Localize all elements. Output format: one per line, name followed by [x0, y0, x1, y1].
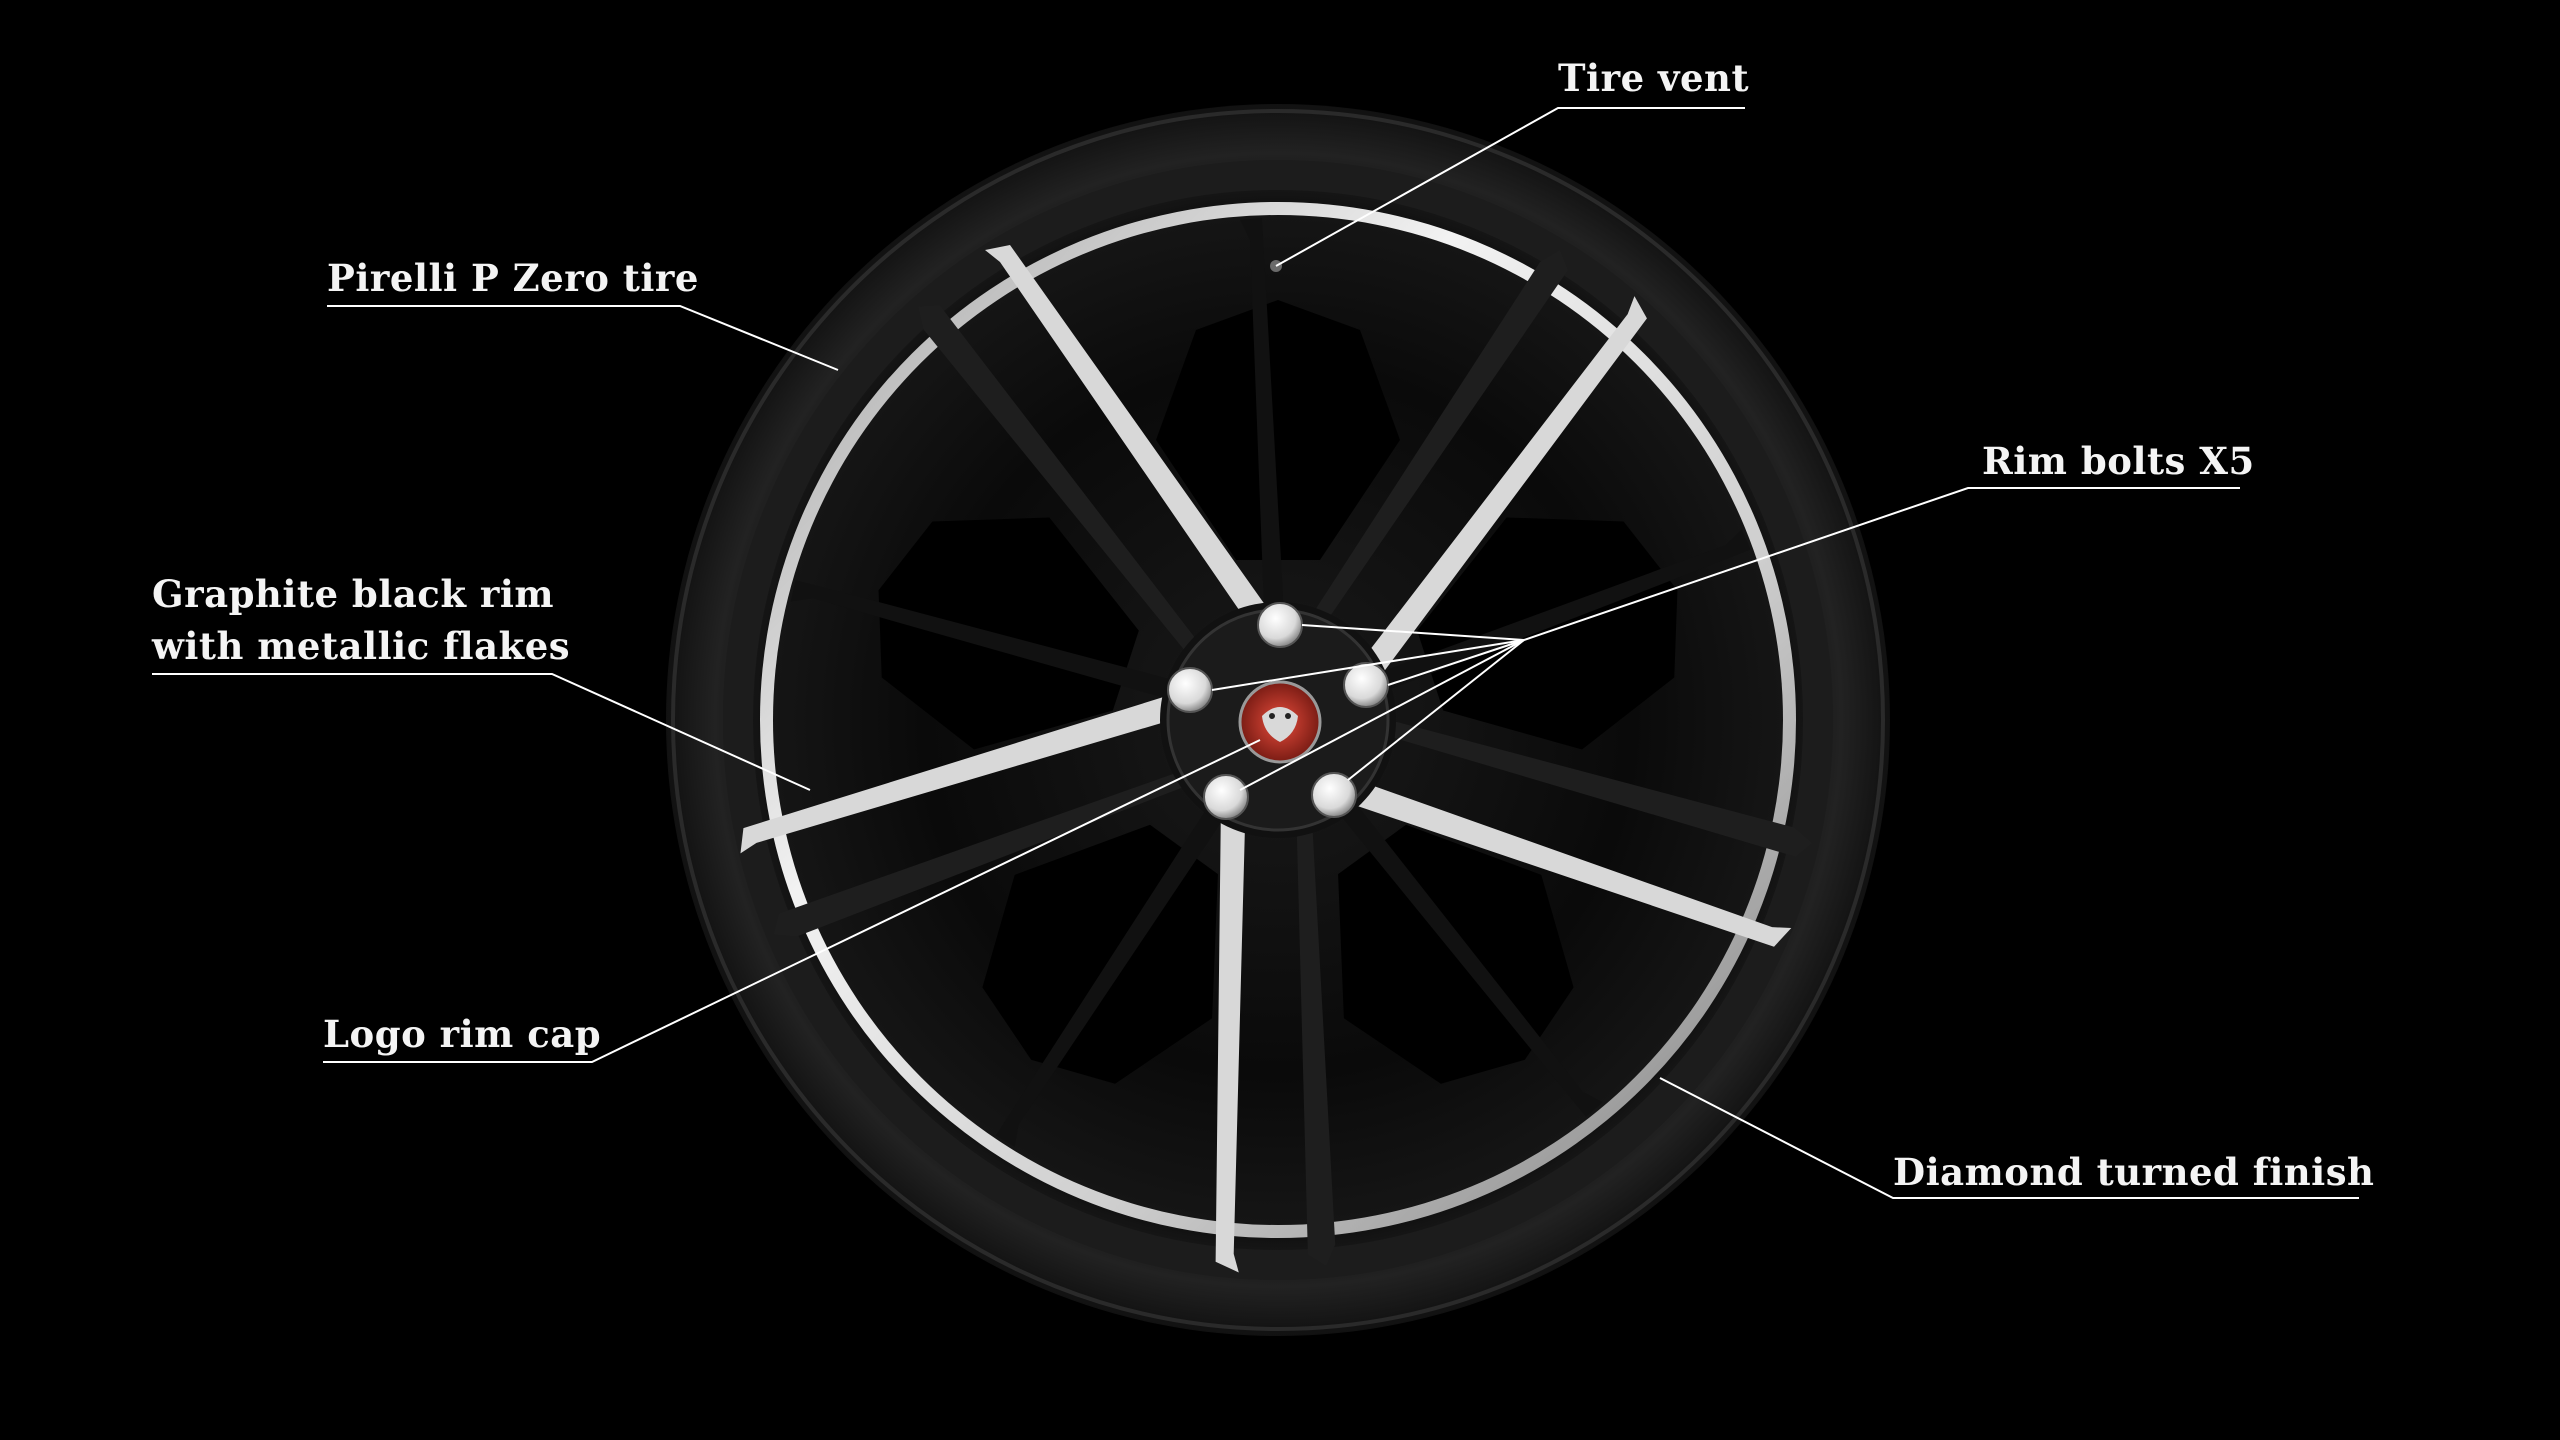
callout-tire-vent-text: Tire vent: [1558, 56, 1750, 100]
callout-pirelli-tire-text: Pirelli P Zero tire: [327, 256, 699, 300]
bolt-icon: [1203, 774, 1249, 820]
callout-rim-bolts-text: Rim bolts X5: [1982, 439, 2255, 483]
callout-graphite-rim-line1: Graphite black rim: [152, 572, 555, 616]
leader-line-graphite: [152, 673, 811, 791]
callout-logo-rim-cap: Logo rim cap: [323, 1008, 601, 1060]
bolt-icon: [1311, 772, 1357, 818]
leader-line-rim-bolts: [1523, 487, 2240, 641]
leader-line-tire-vent: [1275, 107, 1745, 267]
leader-line-logo-cap: [323, 739, 1261, 1063]
leader-line-pirelli: [327, 305, 839, 371]
callout-pirelli-tire: Pirelli P Zero tire: [327, 252, 699, 304]
callout-logo-rim-cap-text: Logo rim cap: [323, 1012, 602, 1056]
rim-bolts: [1167, 602, 1389, 820]
callout-diamond-finish: Diamond turned finish: [1893, 1146, 2374, 1198]
callout-tire-vent: Tire vent: [1558, 52, 1749, 104]
leader-line-bolt-2: [1387, 639, 1525, 686]
leader-line-bolt-3: [1211, 639, 1525, 691]
callout-graphite-rim-line2: with metallic flakes: [152, 624, 571, 668]
rim-windows: [840, 300, 1716, 1132]
callout-graphite-rim: Graphite black rim with metallic flakes: [152, 568, 570, 672]
leader-line-bolt-1: [1301, 624, 1525, 641]
bolt-icon: [1343, 662, 1389, 708]
bolt-icon: [1167, 667, 1213, 713]
leader-line-bolt-4: [1239, 639, 1525, 791]
leader-line-diamond: [1659, 1077, 2359, 1199]
jaguar-logo-icon: [1238, 680, 1322, 764]
leader-lines: [152, 107, 2359, 1199]
bolt-icon: [1257, 602, 1303, 648]
callout-diamond-finish-text: Diamond turned finish: [1893, 1150, 2375, 1194]
callout-rim-bolts: Rim bolts X5: [1982, 435, 2255, 487]
rim-spokes: [710, 218, 1846, 1299]
leader-line-bolt-5: [1347, 639, 1525, 781]
